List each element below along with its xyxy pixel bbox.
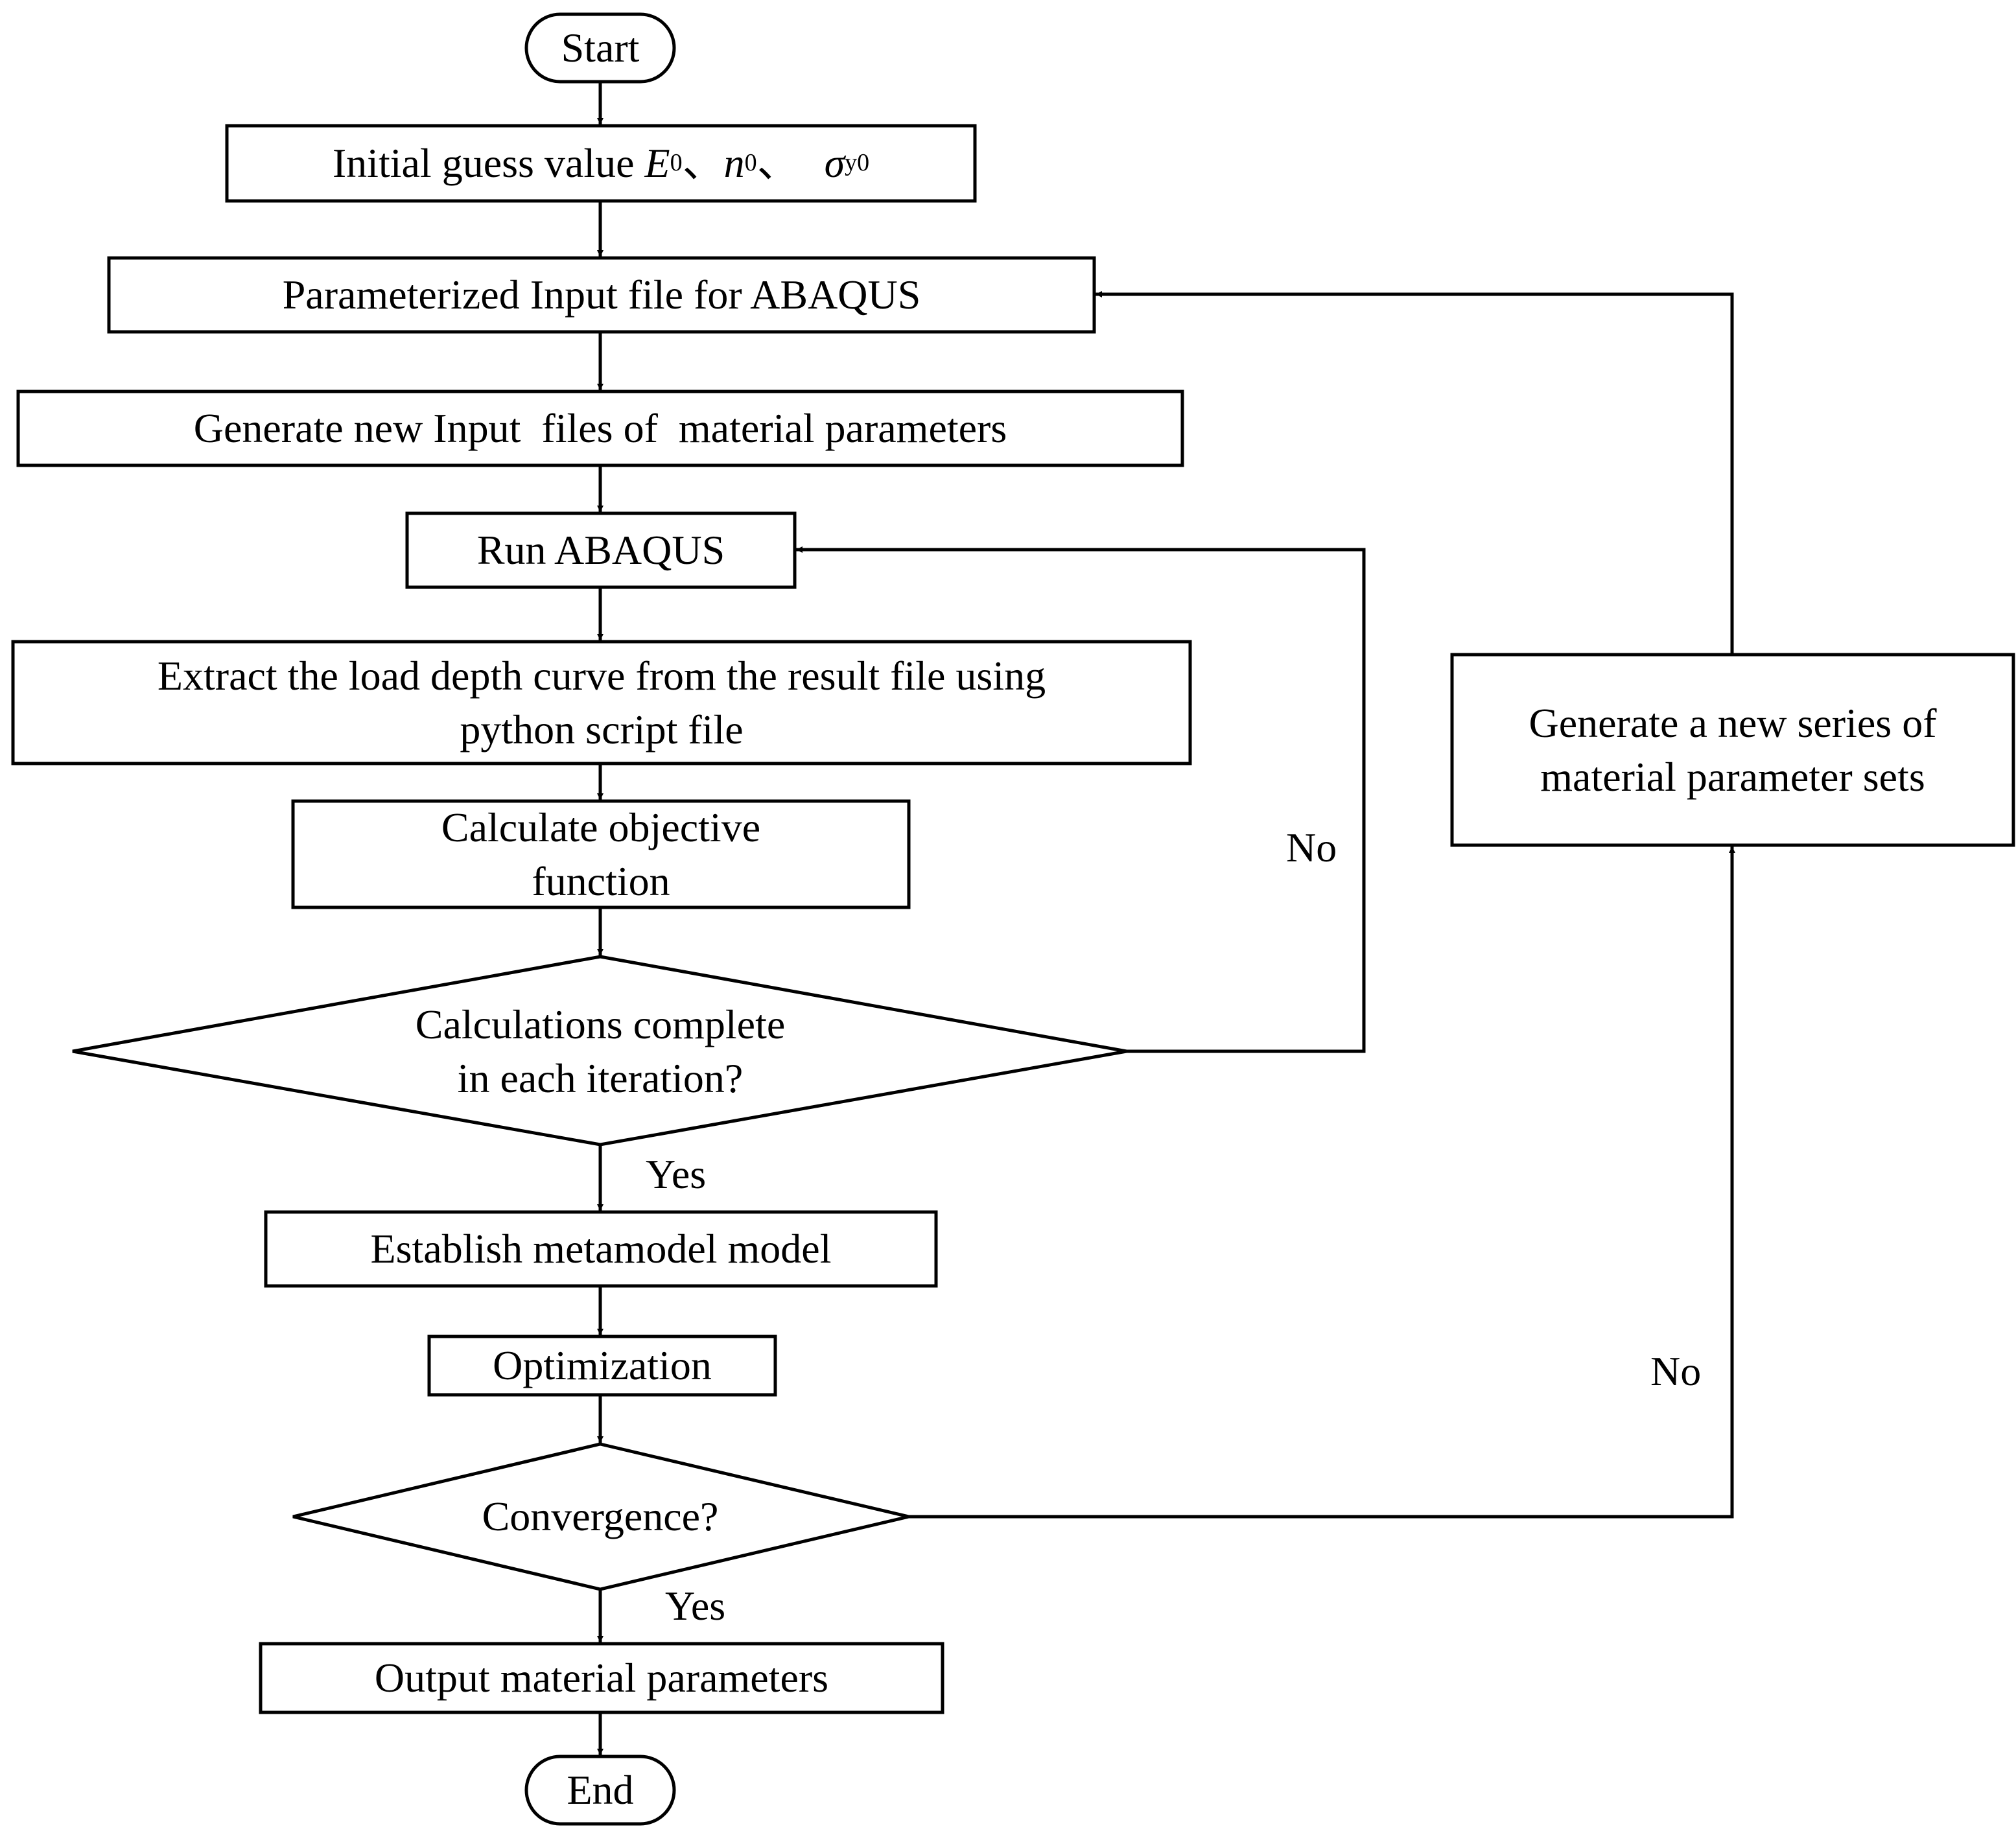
- new-series-line-1: Generate a new series of: [1529, 699, 1937, 746]
- convergence-label: Convergence?: [482, 1493, 719, 1540]
- parameterized-input-label: Parameterized Input file for ABAQUS: [282, 272, 921, 318]
- output-parameters-label: Output material parameters: [374, 1655, 829, 1701]
- objective-function-label: Calculate objective function: [293, 801, 909, 907]
- metamodel-label: Establish metamodel model: [370, 1226, 832, 1272]
- new-series-label: Generate a new series of material parame…: [1452, 655, 2013, 845]
- extract-curve-line-1: Extract the load depth curve from the re…: [157, 652, 1046, 699]
- yes-label-calc: Yes: [646, 1151, 707, 1197]
- optimization-box: [427, 1335, 777, 1397]
- separator-1: 、: [682, 140, 724, 187]
- arrow-new-series-to-param: [1096, 291, 1734, 655]
- end-label: End: [567, 1767, 634, 1814]
- no-label-calc: No: [1286, 824, 1337, 870]
- n-symbol: n: [723, 140, 745, 187]
- extract-curve-label: Extract the load depth curve from the re…: [13, 642, 1190, 764]
- arrow-no-loop-to-new-series: [909, 846, 1735, 1519]
- new-series-line-2: material parameter sets: [1540, 754, 1925, 800]
- start-label: Start: [561, 25, 640, 71]
- optimization-label: Optimization: [493, 1342, 712, 1389]
- objective-function-line-1: Calculate objective: [441, 804, 761, 850]
- generate-input-label: Generate new Input files of material par…: [193, 405, 1007, 452]
- extract-curve-line-2: python script file: [460, 706, 744, 752]
- separator-2: 、: [756, 140, 809, 187]
- yes-label-convergence: Yes: [665, 1583, 726, 1629]
- sigma-subscript: y0: [845, 149, 870, 177]
- e-symbol: E: [644, 140, 670, 187]
- end-terminal: [524, 1755, 676, 1826]
- no-label-convergence: No: [1650, 1348, 1702, 1394]
- calc-complete-line-1: Calculations complete: [415, 1001, 786, 1047]
- arrow-no-loop-to-run: [796, 546, 1366, 1053]
- initial-guess-prefix: Initial guess value: [332, 140, 645, 187]
- calc-complete-line-2: in each iteration?: [457, 1055, 744, 1101]
- e-subscript: 0: [670, 149, 683, 177]
- n-subscript: 0: [744, 149, 757, 177]
- run-abaqus-label: Run ABAQUS: [476, 527, 725, 574]
- objective-function-line-2: function: [532, 858, 670, 904]
- sigma-symbol: σ: [824, 140, 845, 187]
- calc-complete-label: Calculations complete in each iteration?: [259, 985, 941, 1117]
